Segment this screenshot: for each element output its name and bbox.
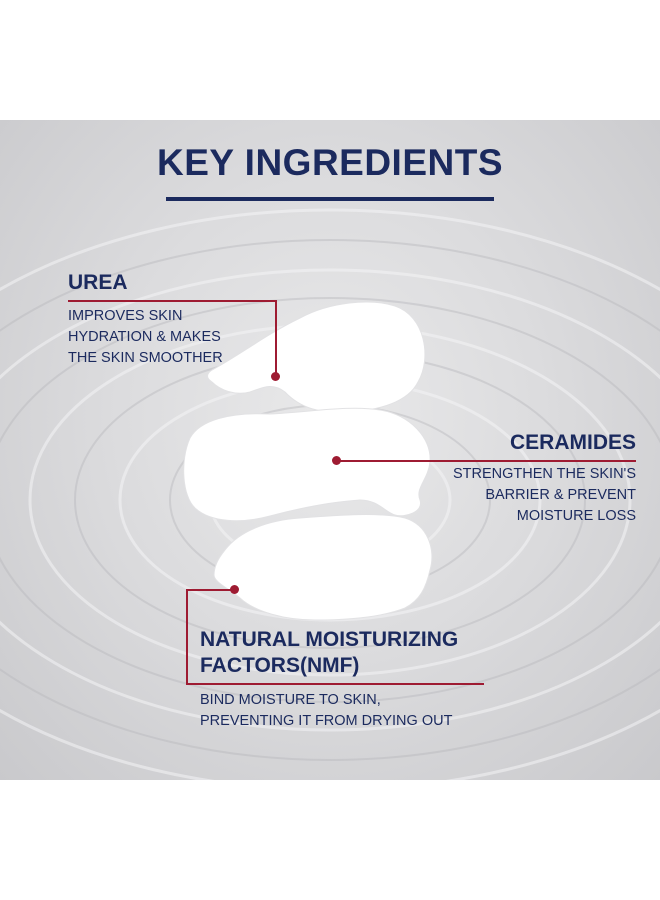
description-line: BARRIER & PREVENT xyxy=(485,487,636,503)
connector-line-urea-horizontal xyxy=(68,300,276,302)
ingredients-panel: KEY INGREDIENTS UREA IMPROVES SKIN HYDRA… xyxy=(0,120,660,780)
cream-swatches xyxy=(183,301,433,621)
description-line: PREVENTING IT FROM DRYING OUT xyxy=(200,713,453,729)
description-line: HYDRATION & MAKES xyxy=(68,329,221,345)
connector-line-ceramides xyxy=(337,460,636,462)
cream-swatch-middle xyxy=(183,407,431,522)
ingredient-name-ceramides: CERAMIDES xyxy=(509,431,636,454)
marker-dot-ceramides xyxy=(332,456,341,465)
title-underline xyxy=(166,197,494,201)
cream-swatch-bottom xyxy=(213,514,433,621)
marker-dot-nmf xyxy=(230,585,239,594)
marker-dot-urea xyxy=(271,372,280,381)
connector-line-nmf-vertical xyxy=(186,589,188,684)
ingredient-description-nmf: BIND MOISTURE TO SKIN, PREVENTING IT FRO… xyxy=(200,690,452,732)
connector-line-nmf-bottom xyxy=(186,683,484,685)
ingredient-description-ceramides: STRENGTHEN THE SKIN'S BARRIER & PREVENT … xyxy=(380,464,636,527)
page-title: KEY INGREDIENTS xyxy=(156,142,504,183)
water-ripple-background xyxy=(0,208,660,780)
connector-line-nmf-top xyxy=(186,589,234,591)
ingredient-name-urea: UREA xyxy=(68,271,128,294)
description-line: IMPROVES SKIN xyxy=(68,308,183,324)
description-line: MOISTURE LOSS xyxy=(516,508,636,524)
description-line: BIND MOISTURE TO SKIN, xyxy=(200,692,381,708)
ingredient-name-nmf: NATURAL MOISTURIZING FACTORS(NMF) xyxy=(200,627,458,679)
ingredient-name-line: FACTORS(NMF) xyxy=(200,654,360,677)
ingredient-description-urea: IMPROVES SKIN HYDRATION & MAKES THE SKIN… xyxy=(68,306,223,369)
description-line: THE SKIN SMOOTHER xyxy=(68,350,223,366)
ingredient-name-line: NATURAL MOISTURIZING xyxy=(200,628,459,651)
description-line: STRENGTHEN THE SKIN'S xyxy=(453,466,636,482)
cream-swatch-top xyxy=(207,301,426,413)
connector-line-urea-vertical xyxy=(275,300,277,378)
